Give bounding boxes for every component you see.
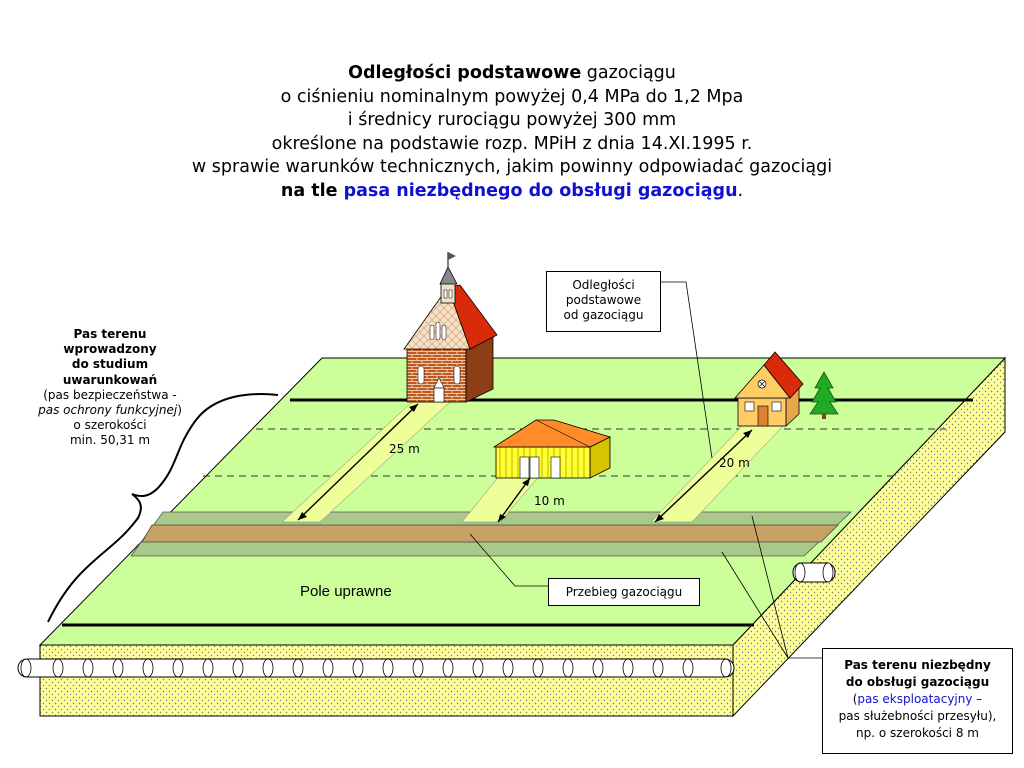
title-line3: i średnicy rurociągu powyżej 300 mm bbox=[347, 110, 677, 131]
basic-distances-box: Odległości podstawowe od gazociągu bbox=[546, 271, 661, 332]
pipe-icon bbox=[17, 658, 735, 678]
dimension-label-25m: 25 m bbox=[389, 442, 420, 456]
church-icon bbox=[403, 252, 498, 403]
house-icon bbox=[734, 351, 804, 427]
right-strip-l3a: ( bbox=[852, 692, 858, 706]
left-strip-l7: min. 50,31 m bbox=[69, 433, 151, 448]
left-strip-l4: uwarunkowań bbox=[62, 372, 158, 387]
leader-strip-a bbox=[721, 551, 789, 659]
right-strip-l2: do obsługi gazociągu bbox=[845, 675, 990, 689]
leader-strip-b bbox=[751, 515, 789, 659]
right-strip-l4: pas służebności przesyłu), bbox=[838, 709, 997, 723]
title-line6-end: . bbox=[737, 180, 744, 201]
left-brace-icon bbox=[47, 393, 279, 623]
title-line6-blue: pasa niezbędnego do obsługi gazociągu bbox=[343, 180, 738, 201]
pipeline-route-label: Przebieg gazociągu bbox=[565, 585, 683, 599]
arrow-25m bbox=[297, 403, 419, 521]
right-strip-l1: Pas terenu niezbędny bbox=[844, 658, 991, 672]
field-label: Pole uprawne bbox=[300, 583, 392, 600]
page-title: Odległości podstawowe gazociągu o ciśnie… bbox=[112, 62, 912, 204]
dimension-label-10m: 10 m bbox=[534, 494, 565, 508]
title-bold: Odległości podstawowe bbox=[348, 63, 582, 83]
leader-basic-distances bbox=[661, 281, 713, 459]
arrow-20m bbox=[654, 429, 753, 523]
left-strip-l1: Pas terenu bbox=[73, 327, 147, 341]
dimension-label-20m: 20 m bbox=[719, 456, 750, 470]
arrow-10m bbox=[497, 477, 531, 523]
left-strip-l5a: (pas bezpieczeństwa - bbox=[43, 387, 177, 402]
pipeline-core bbox=[141, 524, 839, 543]
left-strip-l3: do studium bbox=[71, 357, 149, 372]
left-strip-l5b: pas ochrony funkcyjnej bbox=[38, 403, 178, 418]
left-strip-l6: o szerokości bbox=[73, 418, 147, 433]
right-strip-l3c: – bbox=[972, 692, 983, 706]
right-strip-l3b: pas eksploatacyjny bbox=[857, 692, 973, 706]
right-strip-l5: np. o szerokości 8 m bbox=[856, 726, 979, 740]
basic-distances-l2: podstawowe bbox=[565, 293, 642, 307]
arrowhead bbox=[498, 514, 506, 522]
pipeline-route-box: Przebieg gazociągu bbox=[548, 578, 700, 606]
arrowhead bbox=[743, 430, 752, 438]
right-strip-box: Pas terenu niezbędny do obsługi gazociąg… bbox=[822, 648, 1013, 754]
title-line4: określone na podstawie rozp. MPiH z dnia… bbox=[271, 133, 753, 154]
left-strip-l5c: ) bbox=[177, 403, 182, 418]
title-rest: gazociągu bbox=[581, 63, 676, 83]
title-line6-bold: na tle bbox=[280, 180, 344, 201]
arrowhead bbox=[409, 404, 418, 412]
leader-pipeline-route bbox=[469, 533, 548, 587]
arrowhead bbox=[522, 478, 530, 486]
arrowhead bbox=[298, 512, 307, 520]
arrowhead bbox=[655, 514, 664, 522]
left-strip-l2: wprowadzony bbox=[63, 342, 157, 357]
basic-distances-l1: Odległości bbox=[572, 278, 635, 292]
soil-front-face bbox=[39, 644, 734, 717]
basic-distances-l3: od gazociągu bbox=[563, 308, 644, 322]
barn-icon bbox=[492, 419, 612, 479]
title-line5: w sprawie warunków technicznych, jakim p… bbox=[191, 157, 833, 178]
pipe-stub-icon bbox=[792, 562, 836, 583]
tree-icon bbox=[809, 371, 839, 419]
left-strip-label: Pas terenu wprowadzony do studium uwarun… bbox=[26, 327, 194, 449]
title-line2: o ciśnieniu nominalnym powyżej 0,4 MPa d… bbox=[280, 86, 744, 107]
